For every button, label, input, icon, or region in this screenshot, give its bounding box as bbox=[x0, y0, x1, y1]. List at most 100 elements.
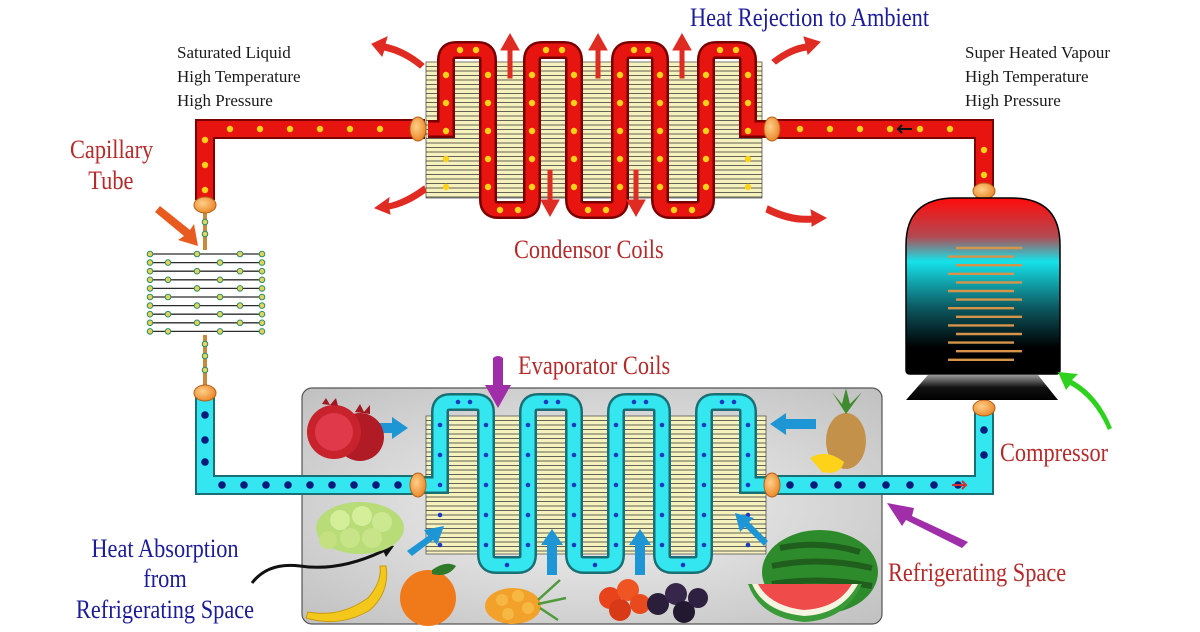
blue-arrow-pomegranate bbox=[362, 417, 408, 439]
hot-dot bbox=[602, 206, 610, 214]
fruit-sea-buckthorn bbox=[485, 579, 567, 624]
capillary-dot bbox=[258, 285, 266, 292]
capillary-dot bbox=[146, 250, 154, 258]
joint-compressor-inlet bbox=[972, 399, 996, 417]
cold-dot bbox=[483, 452, 489, 458]
hot-dot bbox=[484, 183, 492, 191]
condenser-outlet-state: Saturated Liquid High Temperature High P… bbox=[177, 41, 301, 113]
joint-condenser-outlet bbox=[409, 116, 427, 142]
cold-dot bbox=[201, 458, 209, 466]
hot-dot bbox=[616, 183, 624, 191]
compressor-pointer-arrow bbox=[1058, 372, 1112, 430]
hot-dot bbox=[376, 125, 384, 133]
cold-dot bbox=[701, 482, 707, 488]
cold-dot bbox=[659, 512, 665, 518]
capillary-dot bbox=[258, 310, 266, 318]
hot-dot bbox=[528, 71, 536, 79]
capillary-dot bbox=[146, 293, 154, 301]
cold-dot bbox=[906, 481, 914, 489]
capillary-dot bbox=[201, 218, 209, 226]
cold-dot bbox=[571, 482, 577, 488]
capillary-dot bbox=[258, 328, 266, 335]
hot-dot bbox=[616, 155, 624, 163]
hot-dot bbox=[732, 46, 740, 54]
heat-absorption-line1: Heat Absorption bbox=[91, 534, 239, 563]
cold-dot bbox=[525, 512, 531, 518]
capillary-dot bbox=[146, 267, 154, 275]
capillary-dot bbox=[164, 276, 172, 284]
state-line: Saturated Liquid bbox=[177, 43, 291, 62]
hot-dot bbox=[286, 125, 294, 133]
heat-rejection-arrows bbox=[371, 32, 828, 227]
capillary-dot bbox=[258, 302, 266, 309]
hot-dot bbox=[980, 171, 988, 179]
cold-dot bbox=[613, 452, 619, 458]
condenser-label: Condensor Coils bbox=[514, 235, 664, 264]
capillary-dot bbox=[146, 319, 154, 327]
state-line: High Pressure bbox=[965, 91, 1061, 110]
capillary-dot bbox=[164, 293, 172, 301]
state-line: High Pressure bbox=[177, 91, 273, 110]
heat-arrow-curve-bottom-right bbox=[765, 205, 828, 227]
heat-absorption-line3: Refrigerating Space bbox=[75, 594, 255, 624]
hot-dot bbox=[916, 125, 924, 133]
hot-refrigerant-dots bbox=[201, 46, 988, 214]
capillary-dot bbox=[193, 319, 201, 327]
capillary-dot bbox=[236, 302, 244, 309]
hot-dot bbox=[980, 146, 988, 154]
fruit-peach bbox=[400, 563, 456, 626]
capillary-dot bbox=[146, 302, 154, 309]
heat-rejection-label: Heat Rejection to Ambient bbox=[690, 3, 930, 32]
cold-dot bbox=[306, 481, 314, 489]
fruit-tomatoes bbox=[599, 579, 650, 621]
cold-dot bbox=[659, 452, 665, 458]
capillary-dot bbox=[258, 250, 266, 258]
cold-dot bbox=[613, 542, 619, 548]
cold-dot bbox=[930, 481, 938, 489]
state-line: Super Heated Vapour bbox=[965, 43, 1111, 62]
cold-dot bbox=[437, 452, 443, 458]
blue-arrow-watermelon bbox=[735, 513, 768, 546]
capillary-dot bbox=[216, 328, 224, 335]
capillary-dot bbox=[164, 310, 172, 318]
cold-dot bbox=[701, 452, 707, 458]
cold-dot bbox=[613, 482, 619, 488]
cold-dot bbox=[745, 482, 751, 488]
hot-dot bbox=[528, 183, 536, 191]
cold-dot bbox=[455, 399, 461, 405]
capillary-dot bbox=[201, 340, 209, 348]
cold-dot bbox=[631, 399, 637, 405]
flow-direction-arrow bbox=[896, 124, 912, 134]
hot-dot bbox=[570, 71, 578, 79]
fruit-plums bbox=[647, 583, 708, 623]
cold-dot bbox=[467, 399, 473, 405]
hot-dot bbox=[496, 206, 504, 214]
hot-dot bbox=[744, 71, 752, 79]
capillary-dot bbox=[258, 319, 266, 327]
blue-arrow-grapes bbox=[407, 526, 444, 556]
hot-dot bbox=[528, 99, 536, 107]
capillary-pointer-arrow bbox=[155, 206, 198, 246]
hot-dot bbox=[472, 46, 480, 54]
cold-dot bbox=[372, 481, 380, 489]
capillary-label-line1: Capillary bbox=[70, 135, 154, 164]
hot-dot bbox=[542, 46, 550, 54]
cold-dot bbox=[643, 399, 649, 405]
capillary-dot bbox=[164, 328, 172, 335]
cold-dot bbox=[284, 481, 292, 489]
cold-dot bbox=[834, 481, 842, 489]
cold-dot bbox=[613, 512, 619, 518]
hot-dot bbox=[570, 99, 578, 107]
cold-dot bbox=[350, 481, 358, 489]
fruit-grapes bbox=[316, 502, 404, 554]
cold-dot bbox=[731, 399, 737, 405]
hot-dot bbox=[442, 155, 450, 163]
hot-dot bbox=[558, 46, 566, 54]
cold-dot bbox=[659, 482, 665, 488]
cold-dot bbox=[483, 512, 489, 518]
cold-dot bbox=[437, 482, 443, 488]
hot-dot bbox=[442, 99, 450, 107]
capillary-dot bbox=[146, 276, 154, 284]
pipe-joints bbox=[193, 116, 996, 498]
